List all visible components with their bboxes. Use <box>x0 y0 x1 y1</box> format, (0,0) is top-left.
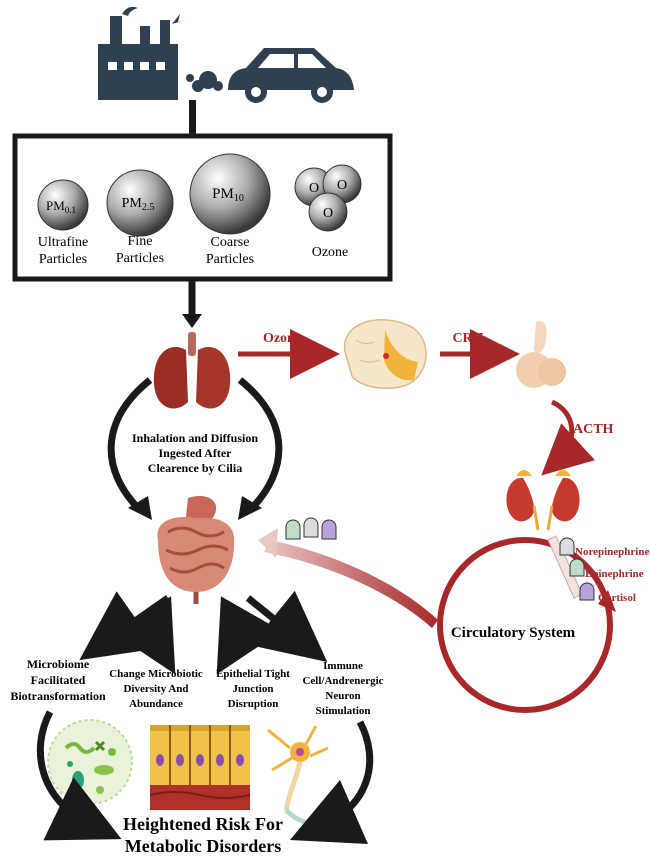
effect-3-line1: Epithelial Tight <box>216 668 290 680</box>
pm10-symbol: PM <box>212 186 234 202</box>
effect-arrow-4 <box>245 590 328 662</box>
crh-label: CRH <box>452 331 483 346</box>
pm25-sphere: PM2.5 <box>106 169 174 237</box>
circulating-epinephrine-icon <box>285 519 301 540</box>
ozone-label: Ozone <box>312 245 349 260</box>
pm25-label-line1: Fine <box>128 234 153 249</box>
effect-4-text: Immune Cell/Andrenergic Neuron Stimulati… <box>302 660 383 717</box>
effect-1-line2: Facilitated <box>31 673 86 687</box>
effect-2-line1: Change Microbiotic <box>109 668 203 680</box>
epithelium-icon <box>149 725 251 810</box>
cortisol-label: Cortisol <box>598 592 636 604</box>
outcome-line2: Metabolic Disorders <box>125 836 281 856</box>
pm25-sub: 2.5 <box>142 202 155 213</box>
circulating-norepinephrine-icon <box>303 517 319 538</box>
outcome-line1: Heightened Risk For <box>123 814 283 834</box>
effect-2-line3: Abundance <box>129 698 183 710</box>
pm25-label-line2: Particles <box>116 251 164 266</box>
svg-text:PM0.1: PM0.1 <box>46 198 76 215</box>
pm01-label-line1: Ultrafine <box>38 235 89 250</box>
ozone-molecule: O O O <box>294 164 362 232</box>
inhalation-line2: Ingested After <box>159 446 233 460</box>
epinephrine-receptor-icon <box>569 558 585 577</box>
svg-text:PM2.5: PM2.5 <box>122 196 155 213</box>
pm25-symbol: PM <box>122 196 143 211</box>
pm10-label-line2: Particles <box>206 252 254 267</box>
connector-top <box>189 100 196 134</box>
cortisol-receptor-icon <box>579 582 595 601</box>
return-arrow-head <box>258 528 278 558</box>
norepinephrine-receptor-icon <box>559 537 575 556</box>
ozone-atom-2: O <box>337 178 347 193</box>
arrowhead-to-lungs <box>182 314 202 328</box>
lungs-icon <box>153 332 231 409</box>
pm01-symbol: PM <box>46 198 65 213</box>
circulatory-label: Circulatory System <box>451 625 576 641</box>
pm10-label-line1: Coarse <box>211 235 250 250</box>
pm01-label-line2: Particles <box>39 252 87 267</box>
effect-arrow-3 <box>216 596 282 675</box>
acth-arrow <box>541 399 596 476</box>
left-curve-arrow <box>107 377 153 513</box>
svg-text:PM10: PM10 <box>212 186 244 204</box>
effect-4-line3: Neuron <box>325 690 360 702</box>
effect-1-line1: Microbiome <box>27 657 90 671</box>
outcome-arrow-right <box>289 720 374 845</box>
factory-icon <box>98 6 186 100</box>
pm10-sphere: PM10 <box>189 153 271 235</box>
circulatory-circle <box>437 537 613 713</box>
effect-4-line1: Immune <box>323 660 363 672</box>
effect-3-line2: Junction <box>233 683 274 695</box>
microbiome-icon <box>47 719 133 805</box>
effect-arrow-2 <box>110 596 176 675</box>
pituitary-icon <box>516 320 566 388</box>
effect-1-text: Microbiome Facilitated Biotransformation <box>10 657 106 703</box>
effect-1-line3: Biotransformation <box>10 689 106 703</box>
circulating-cortisol-icon <box>321 519 337 540</box>
right-curve-arrow <box>237 377 283 513</box>
outcome-arrow-left <box>36 710 122 841</box>
effect-2-text: Change Microbiotic Diversity And Abundan… <box>109 668 203 710</box>
pm01-sub: 0.1 <box>65 205 76 215</box>
norepinephrine-label: Norepinephrine <box>575 546 649 558</box>
brain-icon <box>343 319 427 389</box>
kidneys-icon <box>506 470 580 531</box>
ozone-atom-1: O <box>309 181 319 196</box>
return-arrow-body <box>264 540 438 628</box>
effect-3-line3: Disruption <box>228 698 279 710</box>
pm01-sphere: PM0.1 <box>37 179 89 231</box>
acth-label: ACTH <box>573 422 614 437</box>
pm10-sub: 10 <box>234 193 244 204</box>
inhalation-line3: Clearence by Cilia <box>148 461 242 475</box>
ozone-pathway-label: Ozone <box>263 331 301 346</box>
effect-3-text: Epithelial Tight Junction Disruption <box>216 668 290 710</box>
intestines-icon <box>157 496 235 604</box>
effect-4-line2: Cell/Andrenergic <box>302 675 383 687</box>
right-curve-arrowhead <box>238 496 262 520</box>
circulatory-arrowhead <box>598 590 616 612</box>
effect-2-line2: Diversity And <box>123 683 188 695</box>
ozone-atom-3: O <box>323 206 333 221</box>
effect-4-line4: Stimulation <box>315 705 370 717</box>
left-curve-arrowhead <box>128 496 152 520</box>
epinephrine-label: Epinephrine <box>585 568 644 580</box>
car-icon <box>186 48 354 103</box>
inhalation-line1: Inhalation and Diffusion <box>132 431 258 445</box>
neuron-icon <box>267 725 329 828</box>
